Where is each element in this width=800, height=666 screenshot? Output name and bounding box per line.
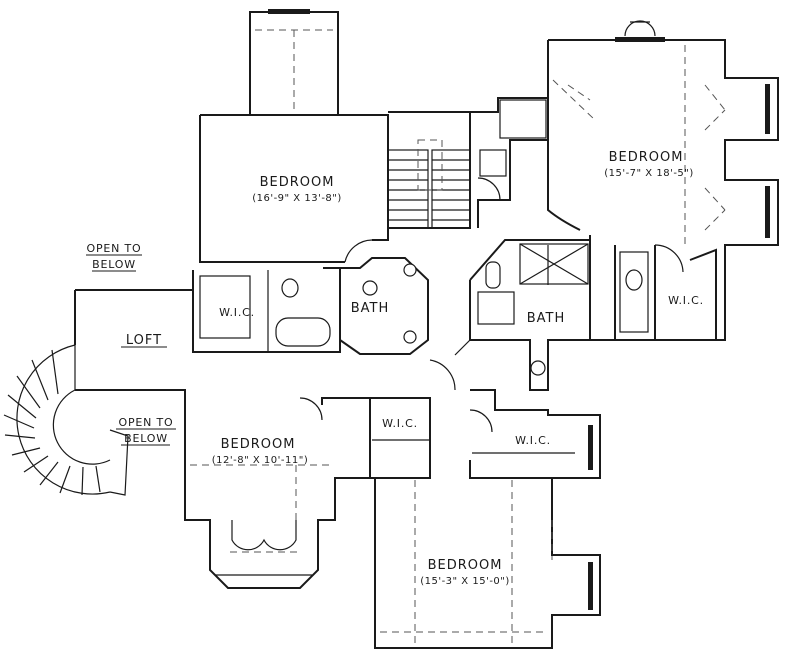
- loft-walls: [74, 289, 193, 398]
- room-name-bath-right: BATH: [527, 311, 566, 326]
- note-open-left-line2: BELOW: [124, 432, 168, 445]
- note-open-top-line2: BELOW: [92, 258, 136, 271]
- room-name-bedroom-right: BEDROOM: [609, 150, 684, 165]
- bedroom-top-walls: [199, 9, 389, 263]
- bedroom-right-walls: [547, 20, 779, 341]
- room-name-bedroom-top: BEDROOM: [260, 175, 335, 190]
- wic-bottom-walls: [469, 389, 601, 479]
- note-open-left-line1: OPEN TO: [119, 416, 174, 429]
- room-dims-bedroom-top: (16'-9" X 13'-8"): [252, 193, 342, 204]
- room-dims-bedroom-right: (15'-7" X 18'-5"): [604, 168, 694, 179]
- staircase: [387, 111, 471, 229]
- room-dims-bedroom-left: (12'-8" X 10'-11"): [212, 455, 308, 466]
- room-name-wic-right: W.I.C.: [668, 294, 704, 307]
- room-name-wic-bottom: W.I.C.: [515, 434, 551, 447]
- room-name-wic-top: W.I.C.: [219, 306, 255, 319]
- hall-closets: [470, 97, 549, 228]
- wic-left-walls: [370, 339, 471, 479]
- bedroom-bottom-walls: [374, 478, 601, 649]
- spiral-stair: [3, 344, 129, 496]
- room-dims-bedroom-bottom: (15'-3" X 15'-0"): [420, 576, 510, 587]
- note-open-top-line1: OPEN TO: [87, 242, 142, 255]
- room-name-loft: LOFT: [126, 333, 162, 348]
- room-name-bedroom-left: BEDROOM: [221, 437, 296, 452]
- bath-right-walls: [469, 239, 717, 391]
- room-name-bedroom-bottom: BEDROOM: [428, 558, 503, 573]
- room-name-bath-center: BATH: [351, 301, 390, 316]
- bath-center-walls: [192, 239, 429, 355]
- room-name-wic-left: W.I.C.: [382, 417, 418, 430]
- bedroom-left-walls: [184, 397, 371, 589]
